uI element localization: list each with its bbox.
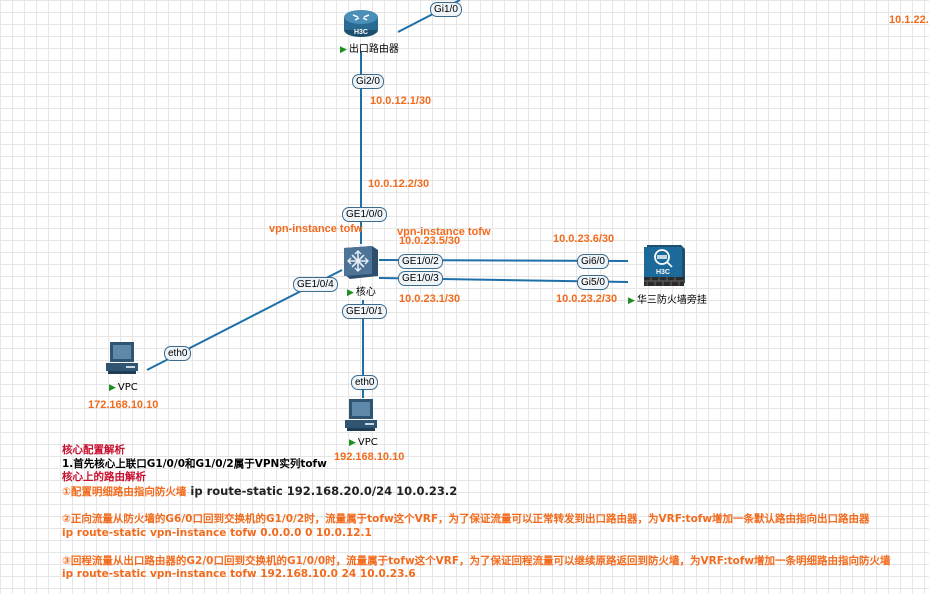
- notes-line-1: 1.首先核心上联口G1/0/0和G1/0/2属于VPN实列tofw: [62, 457, 327, 470]
- ip-fw-gi5: 10.0.23.2/30: [556, 293, 618, 305]
- notes-step-2: ②正向流量从防火墙的G6/0口回到交换机的G1/0/2时，流量属于tofw这个V…: [62, 513, 870, 526]
- notes-step-2-cmd: ip route-static vpn-instance tofw 0.0.0.…: [62, 526, 372, 539]
- ip-core-ge0: 10.0.12.2/30: [368, 178, 430, 190]
- vpn-label-right: vpn-instance tofw: [397, 226, 491, 238]
- play-icon: ▶: [347, 288, 354, 298]
- pc-icon: [106, 342, 138, 374]
- port-core-ge1-0-2[interactable]: GE1/0/2: [398, 254, 443, 269]
- notes-heading-routing: 核心上的路由解析: [62, 471, 146, 484]
- play-icon: ▶: [109, 383, 116, 393]
- port-vpc-left-eth0[interactable]: eth0: [164, 346, 192, 361]
- vpc-left-device[interactable]: [104, 341, 140, 375]
- router-icon: H3C: [344, 10, 378, 37]
- svg-text:H3C: H3C: [354, 29, 368, 36]
- ip-core-ge3: 10.0.23.1/30: [399, 293, 461, 305]
- play-icon: ▶: [628, 296, 635, 306]
- port-router-gi1-0[interactable]: Gi1/0: [430, 2, 462, 17]
- ip-router-gi2: 10.0.12.1/30: [370, 95, 432, 107]
- firewall-device[interactable]: H3C: [643, 243, 686, 288]
- vpc-bottom-name: VPC: [357, 437, 378, 448]
- play-icon: ▶: [349, 438, 356, 448]
- port-fw-gi5-0[interactable]: Gi5/0: [577, 275, 609, 290]
- notes-step-1-text: ①配置明细路由指向防火墙: [62, 485, 187, 498]
- port-core-ge1-0-3[interactable]: GE1/0/3: [398, 271, 443, 286]
- notes-step-1: ①配置明细路由指向防火墙 ip route-static 192.168.20.…: [62, 483, 929, 500]
- port-router-gi2-0[interactable]: Gi2/0: [352, 74, 384, 89]
- pc-icon: [345, 399, 377, 431]
- config-notes: 核心配置解析 1.首先核心上联口G1/0/0和G1/0/2属于VPN实列tofw…: [62, 444, 929, 582]
- ip-top-right: 10.1.22.: [889, 14, 929, 26]
- port-vpc-bottom-eth0[interactable]: eth0: [351, 375, 379, 390]
- core-name: 核心: [355, 287, 376, 298]
- router-name: 出口路由器: [348, 44, 399, 55]
- svg-text:H3C: H3C: [656, 269, 670, 276]
- vpn-label-left: vpn-instance tofw: [269, 223, 363, 235]
- core-label: ▶核心: [347, 283, 376, 298]
- port-fw-gi6-0[interactable]: Gi6/0: [577, 254, 609, 269]
- switch-icon: [344, 246, 378, 279]
- vpc-left-label: ▶VPC: [109, 382, 138, 393]
- vpc-bottom-device[interactable]: [343, 398, 379, 432]
- core-switch-device[interactable]: [342, 244, 379, 280]
- router-device[interactable]: H3C: [343, 8, 379, 38]
- notes-step-1-cmd: ip route-static 192.168.20.0/24 10.0.23.…: [186, 483, 458, 498]
- notes-step-3: ③回程流量从出口路由器的G2/0口回到交换机的G1/0/0时，流量属于tofw这…: [62, 554, 891, 567]
- firewall-label: ▶华三防火墙旁挂: [628, 291, 707, 306]
- vpc-bottom-label: ▶VPC: [349, 437, 378, 448]
- port-core-ge1-0-1[interactable]: GE1/0/1: [342, 304, 387, 319]
- router-label: ▶出口路由器: [340, 40, 399, 55]
- port-core-ge1-0-4[interactable]: GE1/0/4: [293, 277, 338, 292]
- firewall-name: 华三防火墙旁挂: [636, 295, 707, 306]
- notes-step-3-cmd: ip route-static vpn-instance tofw 192.16…: [62, 568, 416, 581]
- notes-spacer: [62, 541, 929, 555]
- ip-core-ge2: 10.0.23.5/30: [399, 235, 461, 247]
- play-icon: ▶: [340, 45, 347, 55]
- notes-spacer: [62, 499, 929, 513]
- ip-vpc-left: 172.168.10.10: [88, 399, 159, 411]
- notes-heading-core-config: 核心配置解析: [62, 444, 125, 456]
- ip-fw-gi6: 10.0.23.6/30: [553, 233, 615, 245]
- firewall-icon: H3C: [644, 245, 685, 286]
- port-core-ge1-0-0[interactable]: GE1/0/0: [342, 207, 387, 222]
- ip-vpc-bottom: 192.168.10.10: [334, 451, 405, 463]
- vpc-left-name: VPC: [117, 382, 138, 393]
